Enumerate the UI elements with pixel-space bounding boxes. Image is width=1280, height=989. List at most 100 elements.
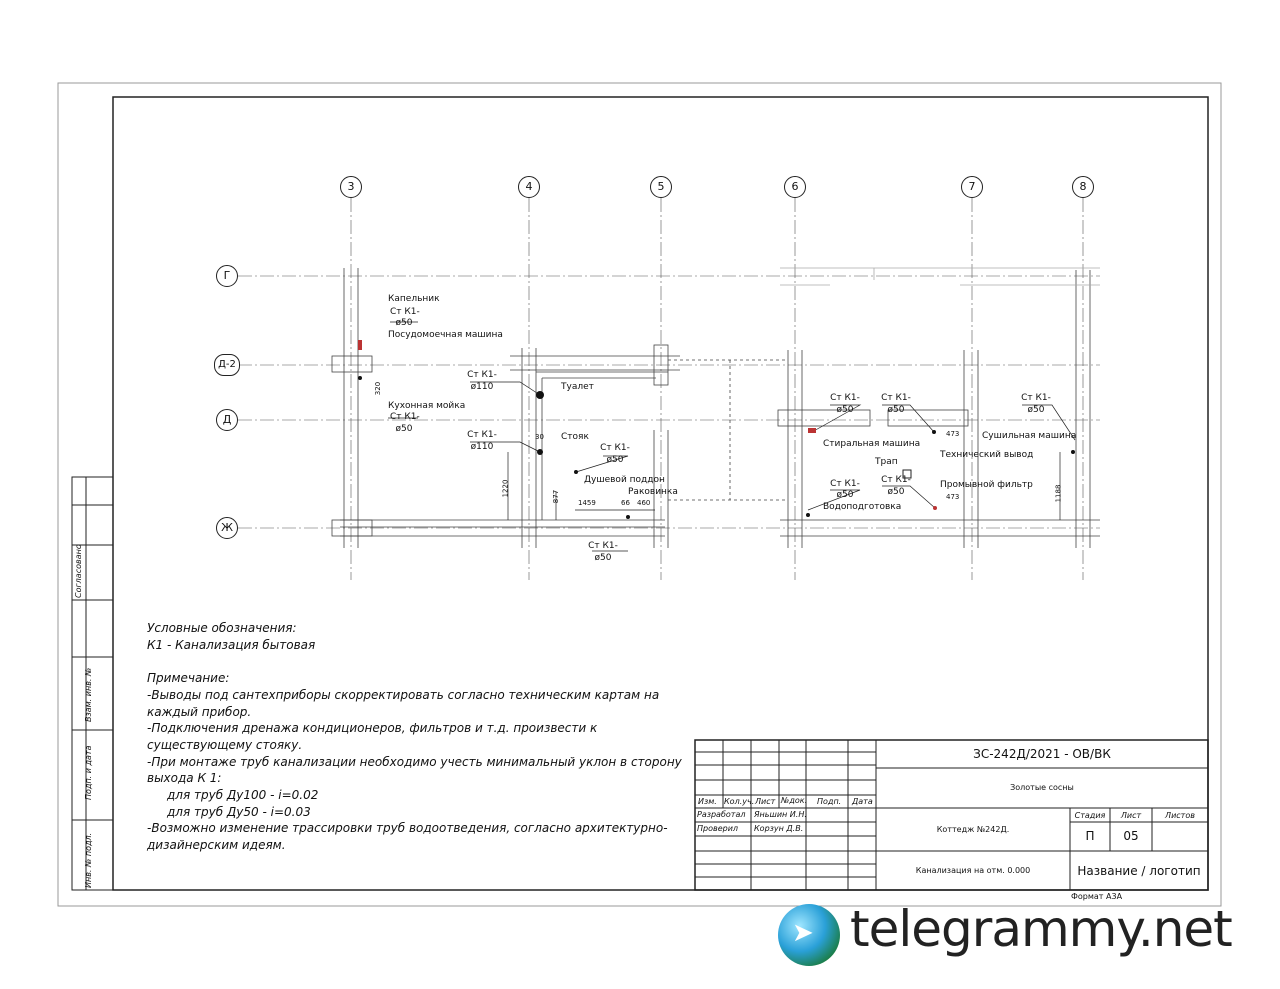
label-diam: ø50	[606, 455, 624, 465]
label-st: Ст К1-	[1021, 393, 1051, 403]
dim-320: 320	[374, 381, 383, 396]
dim-473-a: 473	[946, 430, 960, 438]
tb-header-data: Дата	[852, 797, 873, 806]
axis-bubble-3: 3	[340, 176, 362, 198]
label-diam: ø50	[395, 318, 413, 328]
axis-bubble-7: 7	[961, 176, 983, 198]
axis-bubble-g: Г	[216, 265, 238, 287]
label-st: Ст К1-	[830, 393, 860, 403]
dim-1459: 1459	[578, 499, 596, 507]
label-diam: ø50	[836, 490, 854, 500]
remark-title: Примечание:	[147, 671, 230, 685]
label-kapelnik: Капельник	[388, 294, 440, 304]
axis-bubble-d2: Д-2	[214, 354, 240, 376]
label-kuhnya: Кухонная мойка	[388, 401, 466, 411]
side-vzam: Взам. инв. №	[84, 667, 93, 722]
label-dush: Душевой поддон	[584, 475, 665, 485]
tb-header-ndok: №док.	[781, 796, 808, 805]
watermark-text: telegrammy.net	[850, 900, 1233, 958]
axis-bubble-5: 5	[650, 176, 672, 198]
label-st: Ст К1-	[881, 393, 911, 403]
dim-66: 66	[621, 499, 630, 507]
tb-checked-label: Проверил	[697, 824, 739, 833]
side-soglasovano: Согласовано	[74, 544, 83, 598]
axis-bubble-6: 6	[784, 176, 806, 198]
remark-line: -Подключения дренажа кондиционеров, филь…	[147, 721, 598, 735]
label-diam: ø50	[395, 424, 413, 434]
remark-line: существующему стояку.	[147, 738, 303, 752]
label-diam: ø50	[887, 487, 905, 497]
tb-checked-name: Корзун Д.В.	[754, 824, 804, 833]
remark-line: каждый прибор.	[147, 705, 252, 719]
side-podp: Подп. и дата	[84, 745, 93, 801]
axis-bubble-8: 8	[1072, 176, 1094, 198]
label-st: Ст К1-	[600, 443, 630, 453]
label-posudo: Посудомоечная машина	[388, 330, 503, 340]
label-stoyak: Стояк	[561, 432, 589, 442]
remark-line: -Выводы под сантехприборы скорректироват…	[147, 688, 660, 702]
label-vodopodg: Водоподготовка	[823, 502, 902, 512]
axis-bubble-4: 4	[518, 176, 540, 198]
tb-stage-label: Стадия	[1074, 811, 1106, 820]
tb-header-list: Лист	[755, 797, 776, 806]
tb-object: Коттедж №242Д.	[936, 825, 1010, 834]
watermark-globe-icon: ➤	[778, 904, 840, 966]
remark-line: для труб Ду100 - i=0.02	[167, 788, 319, 802]
label-diam: ø50	[594, 553, 612, 563]
tb-sheets-label: Листов	[1165, 811, 1195, 820]
tb-project: Золотые сосны	[1010, 783, 1074, 792]
leaders	[388, 321, 1076, 552]
tb-developed-name: Яньшин И.Н.	[754, 810, 807, 819]
label-tech: Технический вывод	[940, 450, 1034, 460]
label-st: Ст К1-	[467, 430, 497, 440]
label-diam: ø50	[887, 405, 905, 415]
legend-k1: К1 - Канализация бытовая	[147, 638, 316, 652]
label-trap: Трап	[875, 457, 898, 467]
dim-877: 877	[552, 489, 561, 504]
side-inv: Инв. № подл.	[84, 832, 93, 888]
label-st: Ст К1-	[881, 475, 911, 485]
axis-bubble-zh: Ж	[216, 517, 238, 539]
remark-line: для труб Ду50 - i=0.03	[167, 805, 311, 819]
tb-header-kolich: Кол.уч.	[724, 797, 755, 806]
dim-30: 30	[535, 433, 544, 441]
remark-line: -При монтаже труб канализации необходимо…	[147, 755, 682, 769]
tb-sheet-label: Лист	[1120, 811, 1142, 820]
dim-460: 460	[637, 499, 651, 507]
label-tualet: Туалет	[561, 382, 594, 392]
dim-1188: 1188	[1054, 484, 1063, 503]
tb-sheet-title: Канализация на отм. 0.000	[915, 866, 1031, 875]
remark-line: -Возможно изменение трассировки труб вод…	[147, 821, 668, 835]
label-st: Ст К1-	[588, 541, 618, 551]
tb-sheet: 05	[1123, 829, 1139, 843]
label-st: Ст К1-	[390, 307, 420, 317]
label-filter: Промывной фильтр	[940, 480, 1033, 490]
label-st: Ст К1-	[467, 370, 497, 380]
tb-format: Формат А3А	[1071, 892, 1123, 901]
legend-title: Условные обозначения:	[147, 621, 297, 635]
tb-header-podp: Подп.	[817, 797, 842, 806]
dim-1220: 1220	[501, 479, 510, 498]
label-stiral: Стиральная машина	[823, 439, 921, 449]
walls	[331, 267, 1100, 548]
tb-stage: П	[1085, 829, 1095, 843]
tb-code: ЗС-242Д/2021 - ОВ/ВК	[973, 747, 1111, 761]
tb-logo: Название / логотип	[1077, 864, 1201, 878]
tb-header-izm: Изм.	[698, 797, 717, 806]
side-stamp	[71, 476, 114, 891]
title-block-grid	[694, 739, 1209, 891]
label-diam: ø50	[1027, 405, 1045, 415]
label-diam: ø110	[470, 382, 494, 392]
label-diam: ø110	[470, 442, 494, 452]
label-rakovina: Раковинка	[628, 487, 678, 497]
remark-line: дизайнерским идеям.	[147, 838, 286, 852]
outer-frame	[57, 82, 1222, 907]
grid-axes	[238, 198, 1100, 580]
label-diam: ø50	[836, 405, 854, 415]
dim-473-b: 473	[946, 493, 960, 501]
tb-developed-label: Разработал	[697, 810, 746, 819]
remark-line: выхода К 1:	[147, 771, 222, 785]
axis-bubble-d: Д	[216, 409, 238, 431]
label-st: Ст К1-	[390, 412, 420, 422]
